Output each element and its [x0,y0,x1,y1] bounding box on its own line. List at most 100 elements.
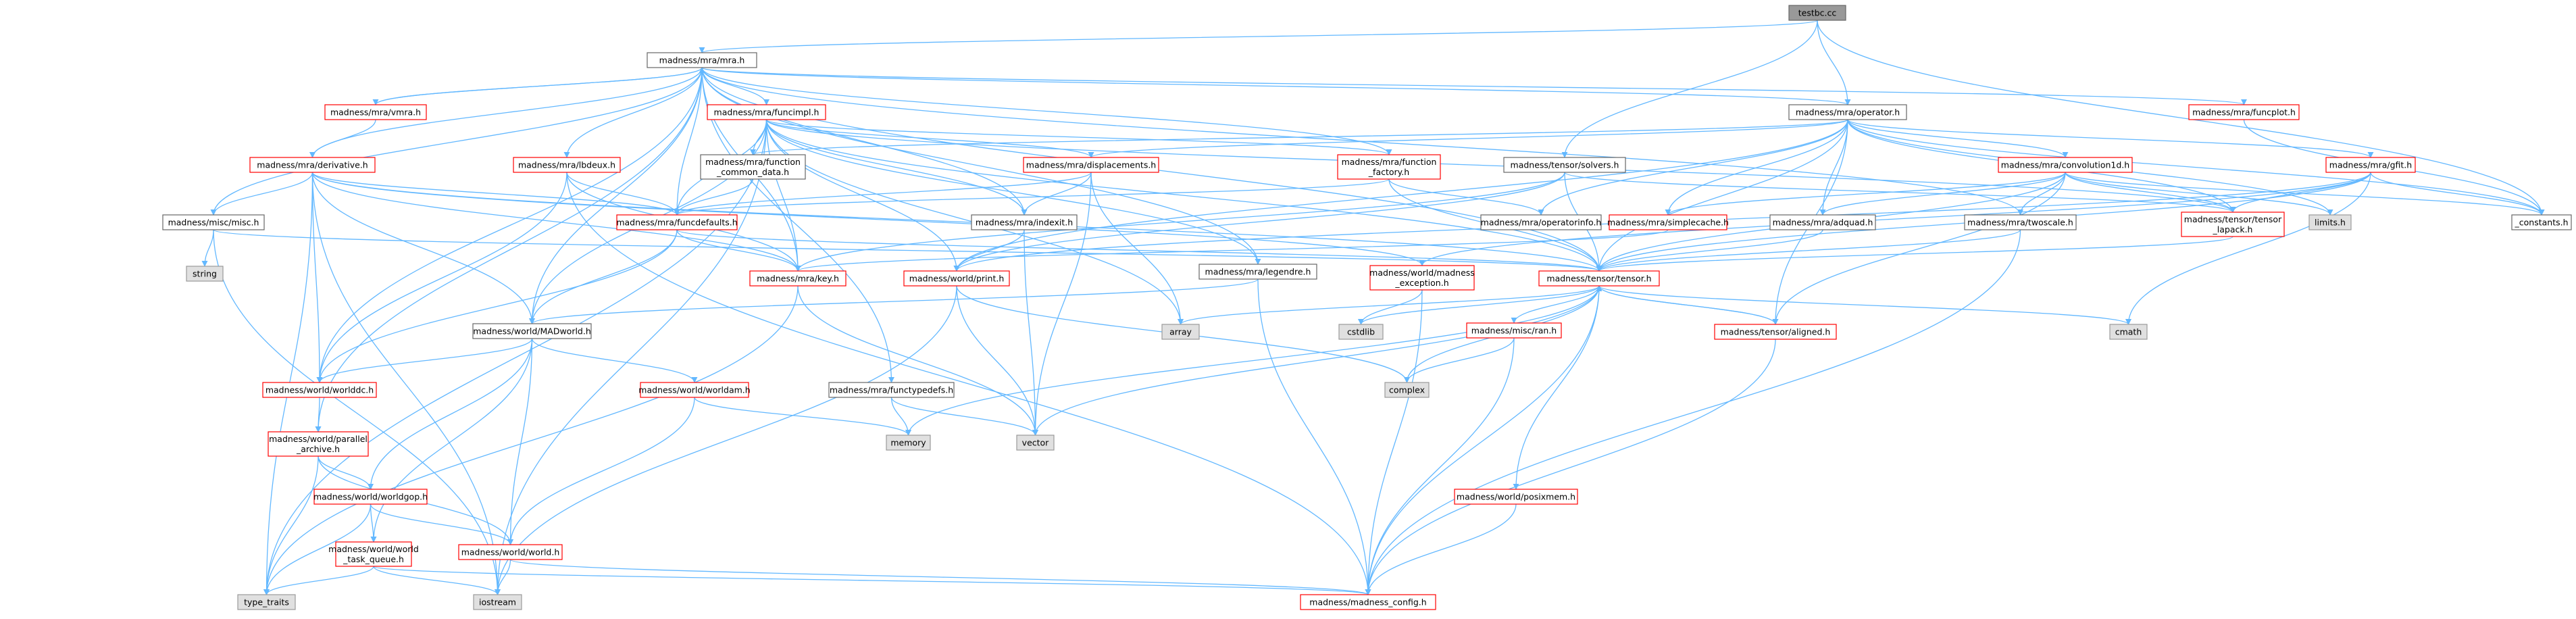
include-edge-mra_h-to-lbdeux [563,67,703,158]
node-tensor-lapack[interactable]: madness/tensor/tensor_lapack.h [2181,212,2285,237]
node-complex: complex [1384,382,1430,398]
include-edge-derivative-to-iostream [311,172,501,595]
node-label: madness/mra/gfit.h [2329,160,2412,170]
node-world[interactable]: madness/world/world.h [458,544,563,560]
node-label: _lapack.h [2213,224,2253,234]
node-memory: memory [886,435,931,451]
node-indexit[interactable]: madness/mra/indexit.h [971,214,1078,230]
node-lbdeux[interactable]: madness/mra/lbdeux.h [513,157,621,173]
node-box [640,382,749,398]
include-edge-mra_h-to-legendre [701,67,1261,265]
include-edge-tensor-to-memory [905,285,1600,436]
include-edge-convolution1d-to-tensor_lapack [2065,172,2236,213]
node-array: array [1161,324,1200,340]
node-label: madness/world/print.h [909,274,1005,284]
node-funcplot[interactable]: madness/mra/funcplot.h [2188,104,2300,120]
node-functypedefs[interactable]: madness/mra/functypedefs.h [828,382,955,398]
node-label: madness/world/world.h [461,547,560,558]
include-edge-aligned-to-tensor [1596,285,1776,325]
node-derivative[interactable]: madness/mra/derivative.h [249,157,376,173]
node-vector: vector [1016,435,1055,451]
node-label: madness/mra/operator.h [1796,107,1900,118]
node-testbc[interactable]: testbc.cc [1788,5,1846,21]
node-type-traits: type_traits [237,594,296,610]
include-edge-functypedefs-to-memory [890,397,912,436]
node-function-common-data[interactable]: madness/mra/function_common_data.h [700,154,806,180]
include-edge-derivative-to-madworld [311,172,536,324]
node-key[interactable]: madness/mra/key.h [749,270,847,287]
include-edge-derivative-to-tensor [311,172,1602,272]
include-edge-funcdefaults-to-madworld [528,229,678,324]
include-edge-operator_h-to-print [953,119,1848,272]
node-worlddc[interactable]: madness/world/worlddc.h [262,382,377,398]
node-madworld[interactable]: madness/world/MADworld.h [472,323,592,339]
include-edge-misc-to-tensor [213,229,1602,272]
node-limits: limits.h [2308,214,2352,230]
include-edge-mra_h-to-funcplot [701,67,2247,105]
node-aligned[interactable]: madness/tensor/aligned.h [1714,324,1837,340]
node-legendre[interactable]: madness/mra/legendre.h [1198,264,1317,280]
node-operatorinfo[interactable]: madness/mra/operatorinfo.h [1480,214,1602,230]
node-label: madness/misc/ran.h [1471,326,1557,336]
node-label: madness/world/MADworld.h [473,326,591,337]
node-box [1998,157,2133,173]
node-box [458,544,563,560]
node-tensor[interactable]: madness/tensor/tensor.h [1538,270,1660,287]
node-cstdlib: cstdlib [1338,324,1384,340]
include-edge-derivative-to-madness_exception [311,172,1425,266]
node-label: _archive.h [296,444,340,454]
node-label: madness/mra/legendre.h [1205,267,1311,277]
node-label: madness/mra/twoscale.h [1967,218,2073,228]
include-edge-world-to-madness_config [509,559,1371,595]
node-box [1964,214,2077,230]
node-funcimpl[interactable]: madness/mra/funcimpl.h [707,104,826,120]
node-misc[interactable]: madness/misc/misc.h [162,214,265,230]
node-constants[interactable]: _constants.h [2511,214,2572,230]
node-solvers[interactable]: madness/tensor/solvers.h [1503,157,1626,173]
node-gfit[interactable]: madness/mra/gfit.h [2325,157,2416,173]
node-posixmem[interactable]: madness/world/posixmem.h [1454,489,1578,505]
node-funcdefaults[interactable]: madness/mra/funcdefaults.h [616,214,738,230]
node-adquad[interactable]: madness/mra/adquad.h [1769,214,1876,230]
node-simplecache[interactable]: madness/mra/simplecache.h [1607,214,1729,230]
node-madness-exception[interactable]: madness/world/madness_exception.h [1369,265,1475,291]
node-operator-h[interactable]: madness/mra/operator.h [1788,104,1907,120]
node-twoscale[interactable]: madness/mra/twoscale.h [1964,214,2077,230]
node-label: madness/mra/functypedefs.h [830,385,953,395]
node-box [971,214,1078,230]
node-print[interactable]: madness/world/print.h [903,270,1010,287]
include-edge-convolution1d-to-aligned [1772,172,2066,325]
node-box [513,157,621,173]
include-edge-operator_h-to-simplecache [1665,119,1848,216]
node-parallel-archive[interactable]: madness/world/parallel_archive.h [268,431,369,457]
include-edge-solvers-to-key [794,172,1565,272]
node-world-task-queue[interactable]: madness/world/world_task_queue.h [328,541,419,567]
include-edge-testbc-to-operator_h [1817,20,1851,105]
include-edge-mra_h-to-funcdefaults [674,67,703,216]
node-vmra[interactable]: madness/mra/vmra.h [324,104,427,120]
node-label: madness/mra/funcdefaults.h [616,218,737,228]
include-edge-ran-to-madness_config [1365,337,1515,595]
node-box [828,382,955,398]
include-edge-funcimpl-to-indexit [765,119,1028,216]
include-edge-key-to-vector [797,285,1039,436]
node-madness-config[interactable]: madness/madness_config.h [1300,594,1436,610]
node-label: madness/world/world [328,544,419,554]
include-edge-tensor-to-posixmem [1513,285,1600,490]
node-worldgop[interactable]: madness/world/worldgop.h [313,489,428,505]
include-edge-worldgop-to-type_traits [263,503,372,595]
node-mra-h[interactable]: madness/mra/mra.h [647,52,757,68]
node-label: madness/mra/indexit.h [976,218,1073,228]
node-function-factory[interactable]: madness/mra/function_factory.h [1337,154,1441,180]
node-box [1788,104,1907,120]
node-label: madness/mra/derivative.h [257,160,368,170]
node-convolution1d[interactable]: madness/mra/convolution1d.h [1998,157,2133,173]
node-displacements[interactable]: madness/mra/displacements.h [1023,157,1159,173]
include-edge-indexit-to-vector [1024,229,1039,436]
include-edge-tensor-to-cmath [1598,285,2131,325]
include-edge-world_task_queue-to-type_traits [263,566,374,595]
node-ran[interactable]: madness/misc/ran.h [1466,322,1562,339]
include-edge-mra_h-to-indexit [701,67,1028,216]
include-edge-mra_h-to-madworld [528,67,703,324]
node-worldam[interactable]: madness/world/worldam.h [638,382,751,398]
